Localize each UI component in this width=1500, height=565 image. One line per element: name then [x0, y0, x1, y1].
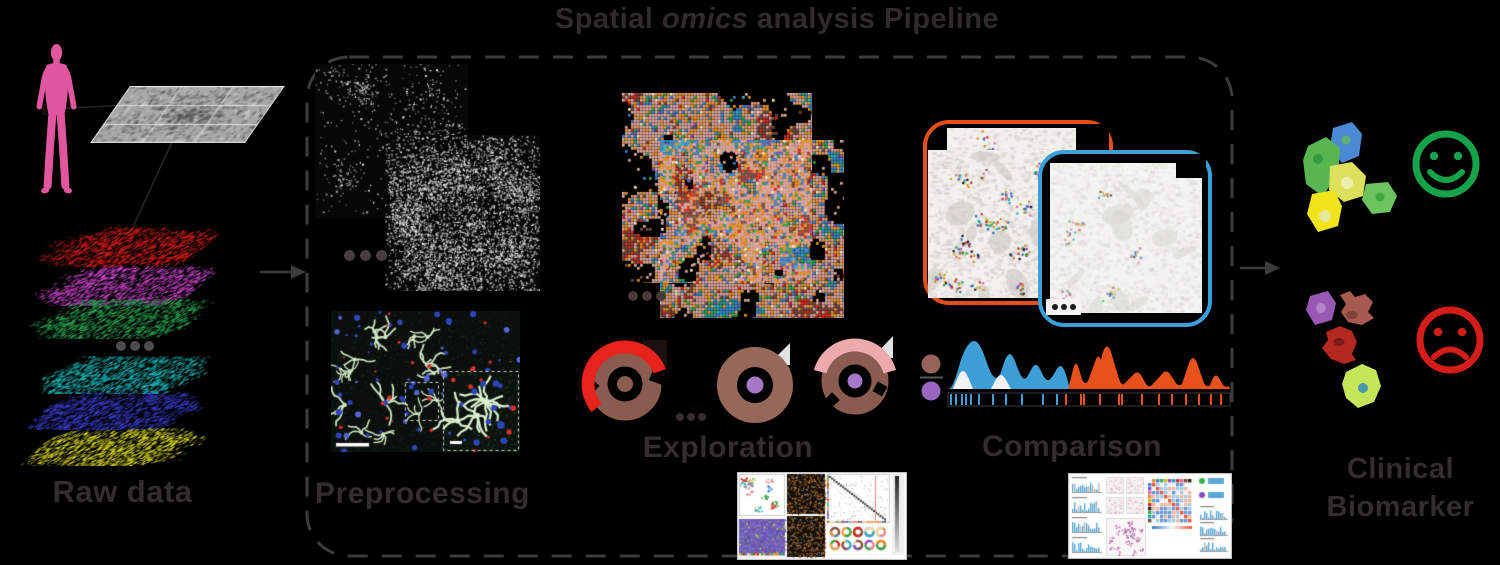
slide-ellipsis-icon — [1046, 299, 1081, 315]
healthy-cell-cluster — [1303, 122, 1397, 232]
density-curve-orange — [1068, 346, 1230, 389]
density-subpeaks-white — [953, 371, 1011, 389]
donut-highlight-icon — [812, 336, 898, 424]
preprocessing-label: Preprocessing — [315, 477, 530, 510]
clinical-outcome-icons — [1303, 122, 1484, 408]
raw-data-ellipsis-icon — [116, 341, 154, 351]
human-head — [50, 44, 63, 62]
flow-arrow-left — [260, 265, 306, 279]
comparison-label: Comparison — [981, 430, 1163, 463]
donut-solid-icon — [717, 343, 793, 423]
flow-arrow-right — [1240, 261, 1280, 275]
clinical-label-line1: Clinical — [1346, 453, 1455, 485]
folded-corner-icon — [872, 336, 893, 358]
title-omics-italic: omics — [662, 3, 749, 35]
sad-face-icon — [1416, 306, 1484, 374]
smiley-face-icon — [1412, 130, 1480, 198]
sample-b-slide — [1050, 163, 1202, 313]
cell-segmentation-image-b — [660, 140, 844, 318]
donut-ellipsis-icon — [676, 413, 706, 421]
mosaic-ellipsis-icon — [628, 291, 666, 301]
cluster-donut-icons — [581, 336, 898, 428]
group-ratio-icon — [920, 354, 943, 401]
slide-corner-notch — [1176, 154, 1206, 178]
clinical-label-line2: Biomarker — [1326, 490, 1475, 523]
density-curve-blue — [948, 341, 1070, 389]
exploration-label: Exploration — [642, 431, 814, 464]
figure-title: Spatial omics analysis Pipeline — [307, 3, 1247, 36]
exploration-dashboard-thumbnail — [737, 472, 907, 560]
sample-a-slide-front — [928, 150, 1058, 298]
title-part3: analysis Pipeline — [748, 3, 1000, 35]
title-part1: Spatial — [554, 3, 663, 35]
tissue-link-line — [132, 141, 173, 228]
tissue-overview-image — [90, 86, 286, 143]
spot-detection-image-dense — [385, 135, 540, 291]
slide-corner-notch — [1076, 124, 1109, 151]
fluorescence-microscopy-image — [331, 311, 520, 452]
human-figure-icon — [36, 44, 77, 194]
channel-image-cyan — [23, 356, 228, 394]
diseased-cell-cluster — [1306, 291, 1381, 408]
channel-image-yellow — [16, 428, 221, 466]
clinical-biomarker-label: Clinical Biomarker — [1318, 451, 1483, 526]
rug-plot — [947, 392, 1231, 407]
distribution-comparison-plot — [920, 341, 1231, 407]
folded-corner-icon — [768, 343, 790, 365]
donut-rotation-icon — [581, 340, 669, 428]
channel-image-blue — [19, 392, 224, 430]
channel-image-red — [22, 227, 231, 267]
preprocessing-ellipsis-icon — [344, 250, 387, 261]
comparison-dashboard-thumbnail — [1068, 473, 1232, 559]
raw-data-label: Raw data — [52, 474, 193, 509]
